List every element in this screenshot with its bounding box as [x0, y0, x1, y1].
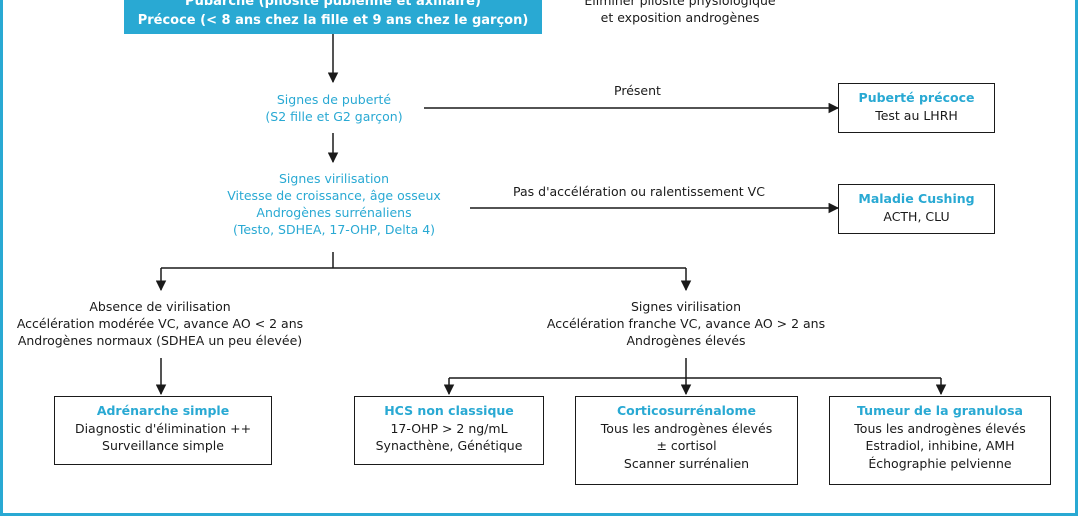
granulosa-line2: Estradiol, inhibine, AMH: [865, 438, 1015, 453]
virilization-signs-line3: Androgènes surrénaliens: [256, 205, 412, 220]
pubarche-box: Pubarche (pilosité pubienne et axillaire…: [124, 0, 542, 34]
no-acceleration-label: Pas d'accélération ou ralentissement VC: [513, 184, 765, 199]
virilization-signs-line1: Signes virilisation: [279, 171, 389, 186]
granulosa-line1: Tous les androgènes élevés: [854, 420, 1026, 436]
hcs-box: HCS non classique 17-OHP > 2 ng/mL Synac…: [354, 396, 544, 465]
adrenarche-line2: Surveillance simple: [102, 438, 224, 453]
exclusion-note: Éliminer pilosité physiologique et expos…: [560, 0, 800, 26]
granulosa-box: Tumeur de la granulosa Tous les androgèn…: [829, 396, 1051, 485]
virilization-signs: Signes virilisation Vitesse de croissanc…: [204, 170, 464, 238]
corticosurrenalome-title: Corticosurrénalome: [616, 403, 757, 418]
virilization-line1: Signes virilisation: [631, 299, 741, 314]
hcs-title: HCS non classique: [384, 403, 514, 418]
virilization-line2: Accélération franche VC, avance AO > 2 a…: [546, 316, 826, 331]
granulosa-title: Tumeur de la granulosa: [857, 403, 1023, 418]
puberty-signs-line2: (S2 fille et G2 garçon): [265, 109, 403, 124]
adrenarche-line1: Diagnostic d'élimination ++: [74, 420, 252, 436]
cushing-line1: ACTH, CLU: [883, 208, 950, 224]
present-label: Présent: [614, 83, 661, 98]
corticosurrenalome-box: Corticosurrénalome Tous les androgènes é…: [575, 396, 798, 485]
pubarche-line2: Précoce (< 8 ans chez la fille et 9 ans …: [137, 13, 529, 28]
hcs-line2: Synacthène, Génétique: [375, 438, 523, 453]
cushing-box: Maladie Cushing ACTH, CLU: [838, 184, 995, 234]
granulosa-line3: Échographie pelvienne: [868, 455, 1012, 471]
virilization-signs-line2: Vitesse de croissance, âge osseux: [227, 188, 441, 203]
cushing-title: Maladie Cushing: [858, 191, 975, 206]
exclusion-note-line1: Éliminer pilosité physiologique: [584, 0, 776, 8]
puberty-signs-line1: Signes de puberté: [276, 92, 392, 107]
no-virilization-line2: Accélération modérée VC, avance AO < 2 a…: [16, 316, 304, 331]
no-virilization-line1: Absence de virilisation: [89, 299, 231, 314]
pubarche-line1: Pubarche (pilosité pubienne et axillaire…: [185, 0, 481, 9]
corticosurrenalome-line2: ± cortisol: [656, 438, 717, 453]
puberty-signs: Signes de puberté (S2 fille et G2 garçon…: [234, 91, 434, 125]
precocious-puberty-box: Puberté précoce Test au LHRH: [838, 83, 995, 133]
no-virilization-block: Absence de virilisation Accélération mod…: [10, 298, 310, 349]
corticosurrenalome-line1: Tous les androgènes élevés: [600, 420, 773, 436]
virilization-signs-line4: (Testo, SDHEA, 17-OHP, Delta 4): [232, 222, 436, 237]
adrenarche-title: Adrénarche simple: [96, 403, 230, 418]
no-virilization-line3: Androgènes normaux (SDHEA un peu élevée): [17, 333, 303, 348]
corticosurrenalome-line3: Scanner surrénalien: [623, 455, 750, 471]
exclusion-note-line2: et exposition androgènes: [600, 10, 760, 25]
adrenarche-box: Adrénarche simple Diagnostic d'éliminati…: [54, 396, 272, 465]
virilization-block: Signes virilisation Accélération franche…: [531, 298, 841, 349]
precocious-puberty-line1: Test au LHRH: [875, 107, 958, 123]
virilization-line3: Androgènes élevés: [626, 333, 746, 348]
hcs-line1: 17-OHP > 2 ng/mL: [390, 420, 508, 436]
precocious-puberty-title: Puberté précoce: [858, 90, 975, 105]
